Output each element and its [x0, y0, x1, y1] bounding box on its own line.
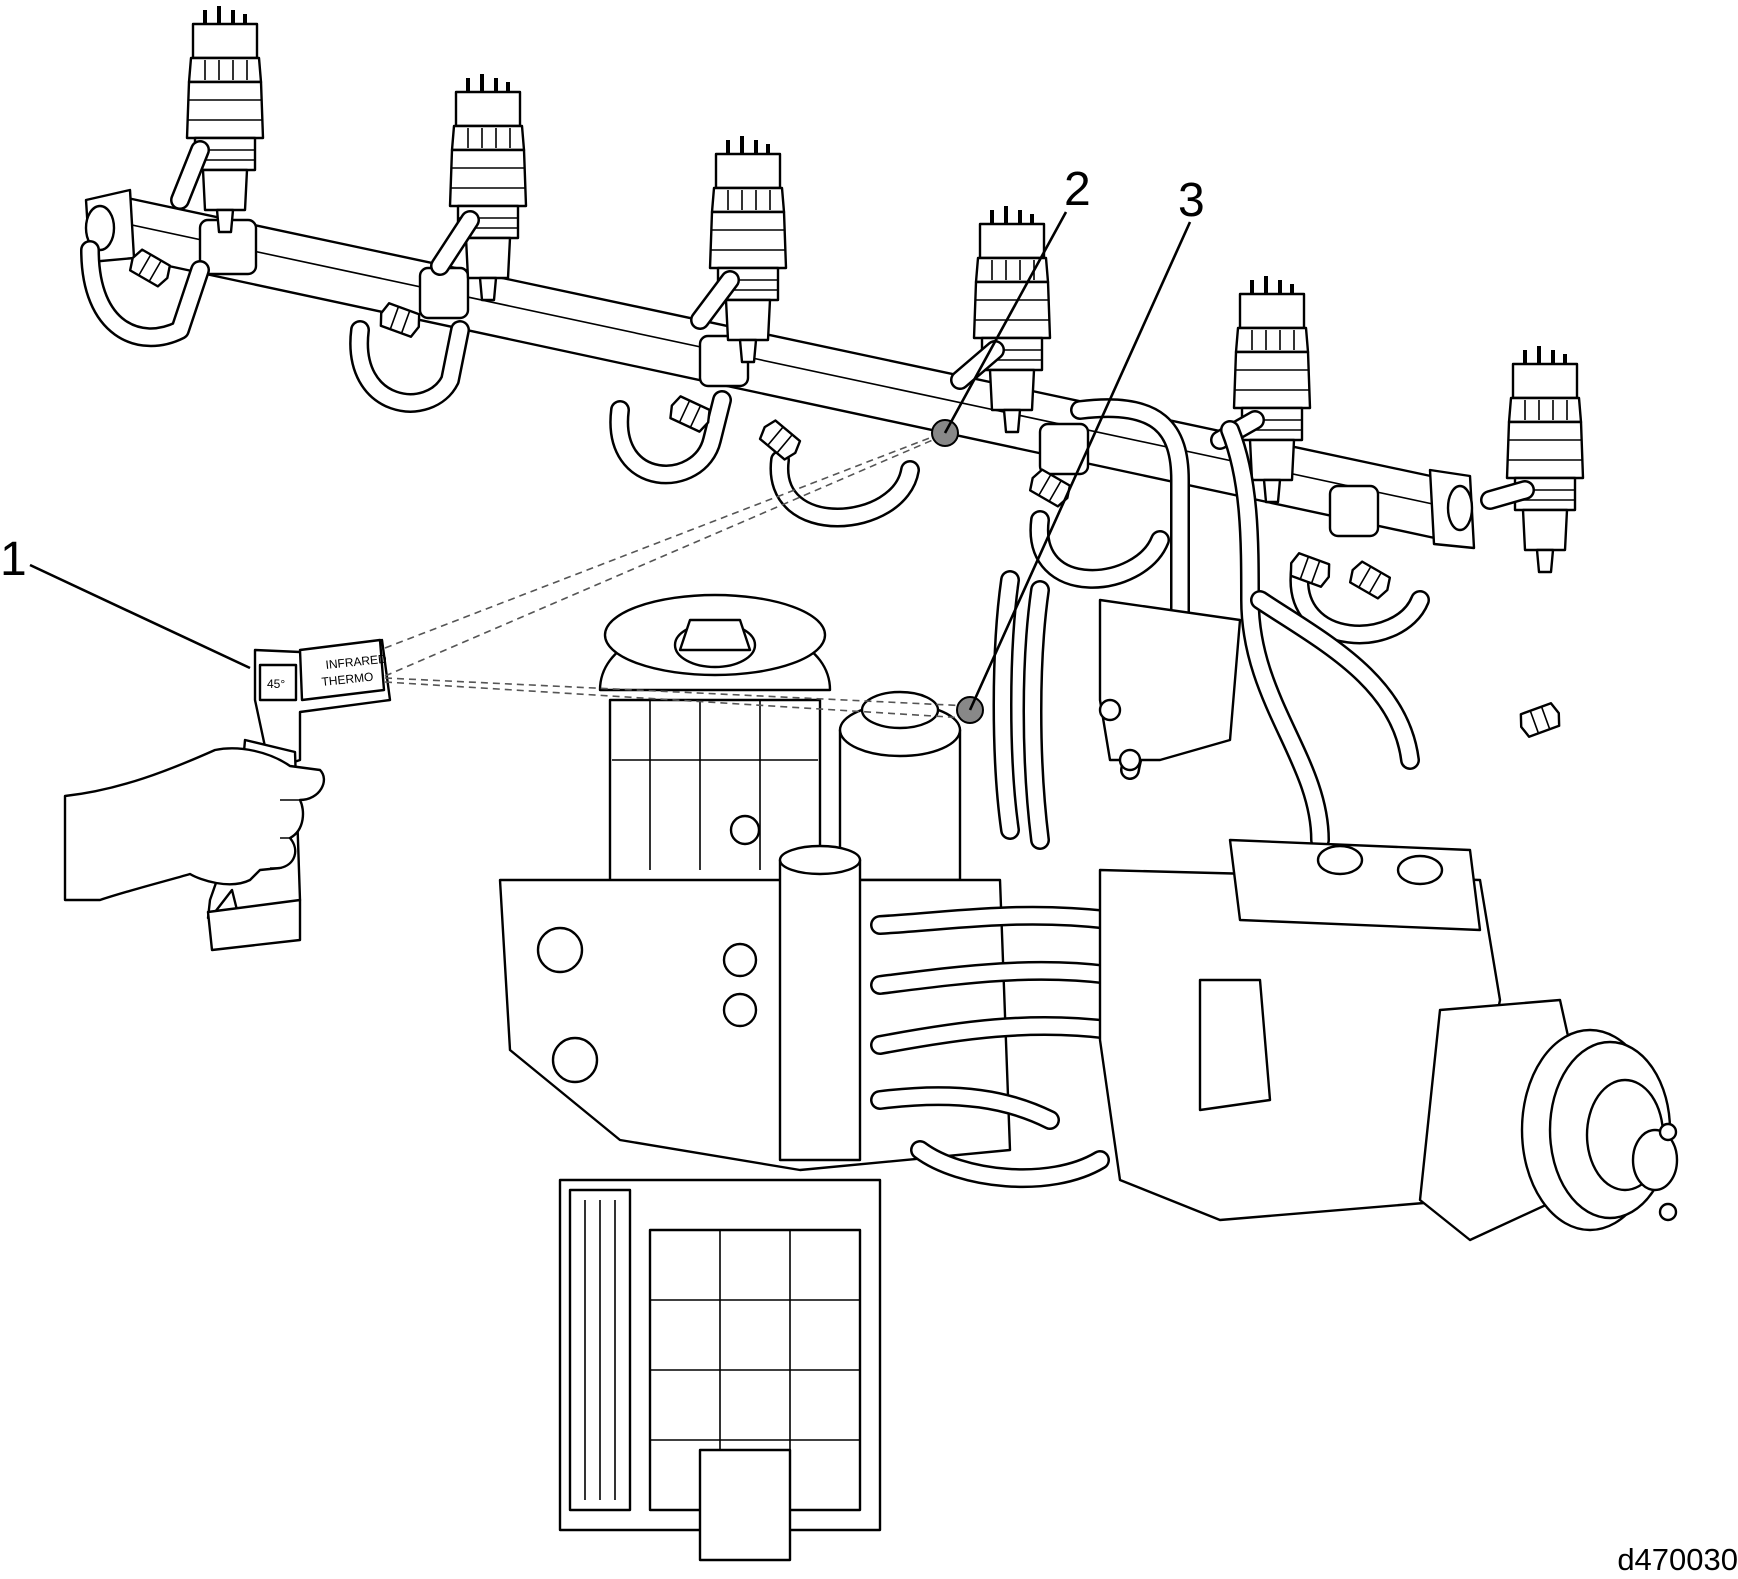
high-pressure-lines	[992, 398, 1420, 850]
injector-1	[185, 4, 265, 234]
pump-hoses	[870, 905, 1120, 1189]
thermometer-label-2: THERMO	[321, 670, 374, 689]
mounting-bracket	[1098, 598, 1242, 762]
secondary-filter-housing	[838, 690, 962, 882]
callout-1-label: 1	[0, 533, 27, 586]
control-module	[558, 1178, 882, 1562]
injector-6	[1505, 344, 1585, 574]
callout-leaders	[29, 211, 1192, 711]
figure-id: d470030	[1617, 1542, 1738, 1577]
measurement-beams	[384, 431, 971, 719]
thermometer-label-1: INFRARED	[325, 652, 388, 672]
high-pressure-pump	[1098, 838, 1602, 1242]
hand	[63, 747, 326, 902]
drive-gear	[1520, 1028, 1679, 1232]
callout-2-label: 2	[1064, 163, 1091, 216]
injector-2	[448, 72, 528, 302]
thermometer-display: 45°	[267, 677, 285, 691]
fuel-rail	[84, 188, 1476, 550]
callout-3-label: 3	[1178, 174, 1205, 227]
